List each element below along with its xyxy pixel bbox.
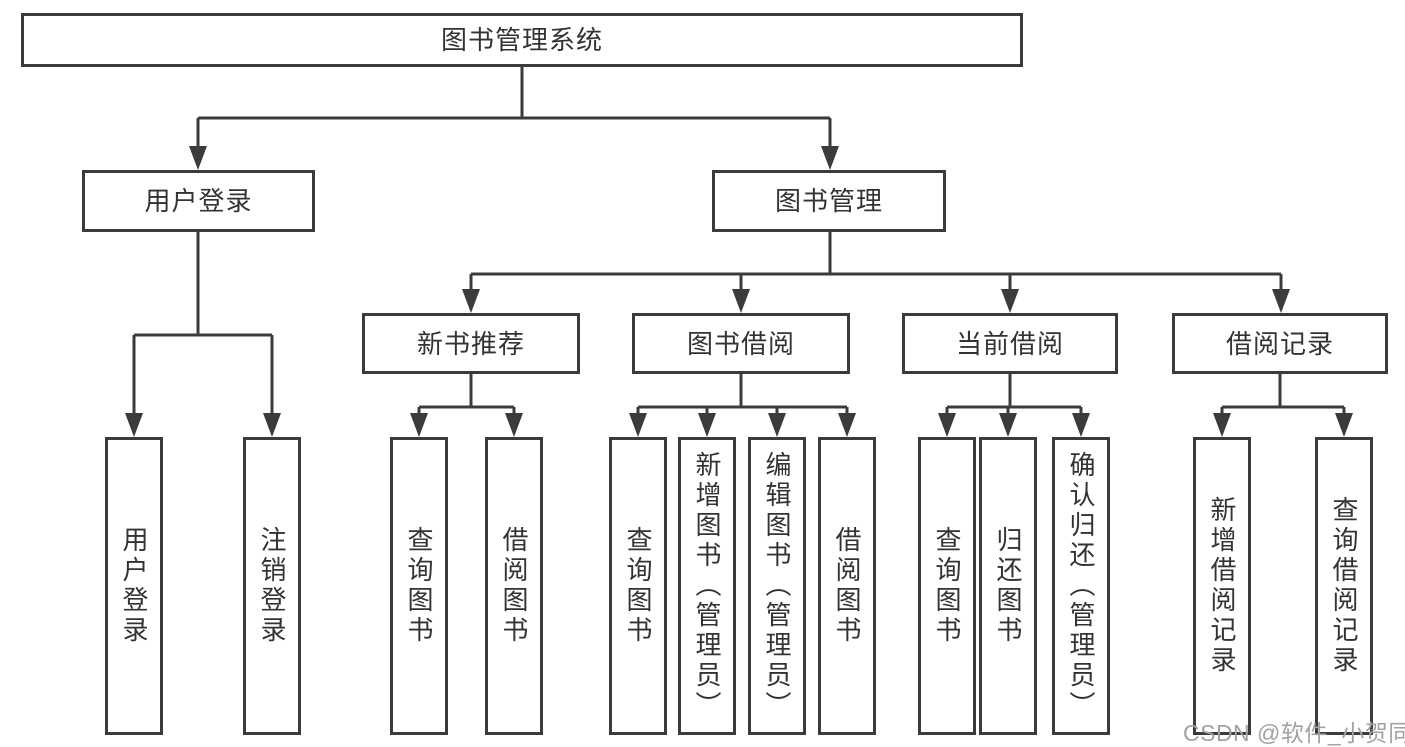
leaf-query-borrow-record: 查询借阅记录 [1315,437,1373,735]
leaf-user-login: 用户登录 [105,437,163,735]
node-borrowing-records: 借阅记录 [1172,313,1388,374]
node-user-login: 用户登录 [82,170,315,232]
leaf-query-books-current: 查询图书 [918,437,976,735]
leaf-return-book: 归还图书 [979,437,1037,735]
csdn-watermark: CSDN @软件_小贺同学 [1183,720,1405,746]
leaf-confirm-return-admin: 确认归还（管理员） [1052,437,1110,735]
leaf-query-books-borrowing: 查询图书 [609,437,667,735]
leaf-add-book-admin: 新增图书（管理员） [678,437,736,735]
leaf-logout: 注销登录 [243,437,301,735]
leaf-borrow-books-recommend: 借阅图书 [485,437,543,735]
node-library-management-system: 图书管理系统 [21,13,1023,67]
leaf-query-books-recommend: 查询图书 [390,437,448,735]
leaf-add-borrow-record: 新增借阅记录 [1193,437,1251,735]
leaf-edit-book-admin: 编辑图书（管理员） [748,437,806,735]
node-book-borrowing: 图书借阅 [632,313,850,374]
node-book-management: 图书管理 [712,170,946,232]
node-current-borrowing: 当前借阅 [902,313,1118,374]
leaf-borrow-books: 借阅图书 [818,437,876,735]
node-new-book-recommendation: 新书推荐 [362,313,580,374]
